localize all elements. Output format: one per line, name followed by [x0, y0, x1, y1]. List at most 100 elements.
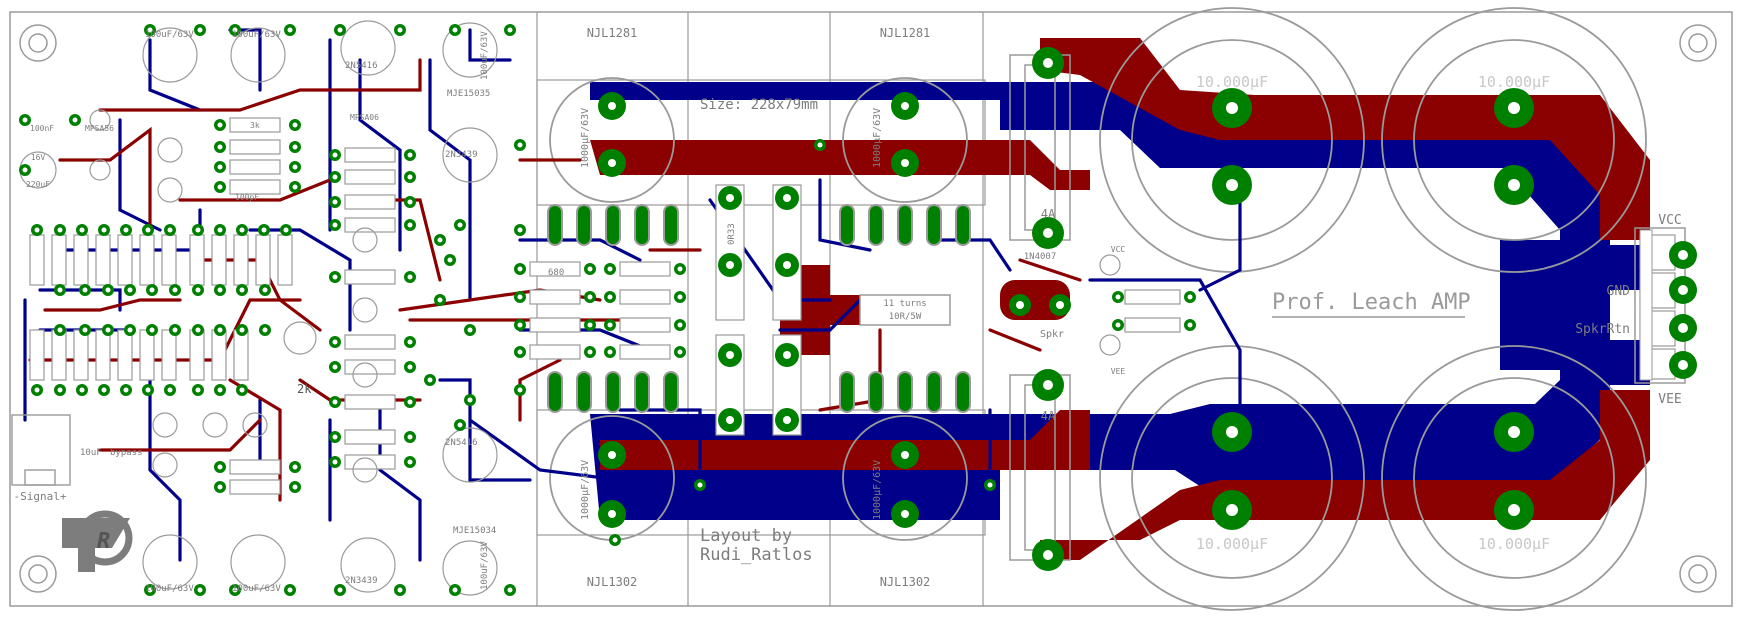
pad-drill — [34, 387, 40, 393]
pad-drill — [517, 142, 523, 148]
power-transistor-pins — [547, 204, 971, 413]
logo: R — [62, 510, 133, 572]
pad-drill — [407, 222, 413, 228]
c-10uf-label: 10uF — [80, 448, 102, 458]
diode-label: 1N4007 — [1024, 252, 1057, 262]
pad-drill — [437, 237, 443, 243]
pad-drill — [127, 327, 133, 333]
cap-big-br-label: 10.000µF — [1478, 535, 1550, 553]
pad-drill — [507, 587, 513, 593]
r-2k-label: 2k — [297, 382, 312, 396]
cap-small-3-label: 100uF/63V — [145, 584, 194, 594]
small-component-outlines — [19, 20, 1121, 596]
credit-line-2: Rudi_Ratlos — [700, 545, 813, 565]
pad-drill — [407, 339, 413, 345]
pad-drill — [101, 387, 107, 393]
pad-drill — [262, 287, 268, 293]
q-2n3439-top-label: 2N3439 — [445, 150, 478, 160]
pad-drill — [457, 222, 463, 228]
cap-big-bl-label: 10.000µF — [1196, 535, 1268, 553]
signal-label: -Signal+ — [14, 490, 67, 503]
pad-drill — [607, 322, 613, 328]
pad-drill — [292, 144, 298, 150]
q-mpsa56-label: MPSA56 — [85, 124, 114, 133]
pad-drill — [57, 387, 63, 393]
pad-drill — [407, 152, 413, 158]
pad-drill — [587, 294, 593, 300]
pad-drill — [332, 222, 338, 228]
pad-drill — [817, 142, 823, 148]
spkr-small-label: Spkr — [1040, 329, 1064, 340]
pad-drill — [147, 587, 153, 593]
pad-drill — [217, 387, 223, 393]
pad-drill — [283, 227, 289, 233]
inductor-body — [859, 294, 951, 326]
pad-drill — [197, 27, 203, 33]
r-680-label: 680 — [548, 268, 564, 278]
pad-drill — [517, 227, 523, 233]
pad-drill — [101, 227, 107, 233]
pad-drill — [332, 152, 338, 158]
pad-drill — [262, 327, 268, 333]
pad-drill — [195, 387, 201, 393]
pad-drill — [507, 27, 513, 33]
pad-drill — [407, 459, 413, 465]
pad-drill — [195, 327, 201, 333]
pad-drill — [217, 122, 223, 128]
terminal-vee-label: VEE — [1658, 392, 1681, 407]
pad-drill — [123, 387, 129, 393]
c-bypass-label: bypass — [110, 448, 143, 458]
cap-small-4-label: 100uF/63V — [232, 584, 281, 594]
pad-drill — [407, 199, 413, 205]
mounting-holes — [19, 24, 1717, 593]
inductor-r-label: 10R/5W — [889, 312, 922, 322]
pad-drill — [447, 257, 453, 263]
pad-drill — [217, 227, 223, 233]
pad-drill — [587, 266, 593, 272]
c-16v-label: 16V — [31, 153, 46, 162]
pad-drill — [337, 587, 343, 593]
pad-drill — [332, 364, 338, 370]
pad-drill — [332, 339, 338, 345]
pad-drill — [123, 227, 129, 233]
q-mje15035-label: MJE15035 — [447, 89, 490, 99]
vee-small-label: VEE — [1111, 367, 1126, 376]
pad-drill — [292, 464, 298, 470]
pad-drill — [1115, 294, 1121, 300]
pad-drill — [517, 349, 523, 355]
pad-drill — [57, 227, 63, 233]
pad-drill — [232, 587, 238, 593]
fuse-top-label: 4A — [1041, 207, 1056, 221]
r-0r33-label: 0R33 — [727, 223, 737, 245]
pad-drill — [57, 327, 63, 333]
pad-drill — [677, 349, 683, 355]
pad-drill — [607, 266, 613, 272]
pad-drill — [57, 287, 63, 293]
pad-drill — [332, 399, 338, 405]
pad-drill — [167, 227, 173, 233]
pad-drill — [407, 434, 413, 440]
pads — [598, 47, 1697, 571]
small-signal-pads — [19, 24, 1196, 596]
inductor-label: 11 turns — [883, 299, 926, 309]
pad-drill — [287, 587, 293, 593]
pad-drill — [517, 387, 523, 393]
pad-drill — [147, 27, 153, 33]
pad-drill — [332, 434, 338, 440]
pad-drill — [79, 227, 85, 233]
pad-drill — [105, 327, 111, 333]
pad-drill — [217, 287, 223, 293]
pad-drill — [127, 287, 133, 293]
resistors-horizontal — [229, 117, 1181, 495]
pad-drill — [82, 327, 88, 333]
pad-drill — [337, 27, 343, 33]
pad-drill — [677, 322, 683, 328]
pad-drill — [145, 387, 151, 393]
pad-drill — [149, 287, 155, 293]
terminal-spkr-label: SpkrRtn — [1575, 322, 1630, 337]
pad-drill — [292, 184, 298, 190]
logo-letter: R — [97, 529, 110, 554]
pad-drill — [612, 537, 618, 543]
pad-drill — [232, 27, 238, 33]
pad-drill — [239, 387, 245, 393]
